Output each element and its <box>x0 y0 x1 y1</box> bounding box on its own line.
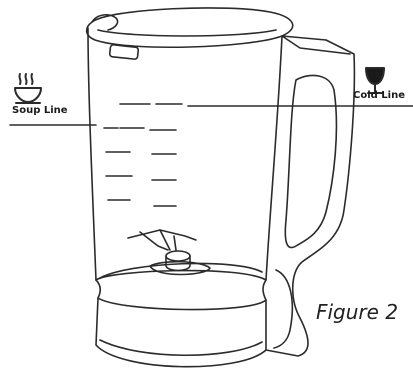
handle-inner <box>284 74 338 249</box>
figure-caption: Figure 2 <box>316 300 399 324</box>
jar-base-lower <box>95 297 267 368</box>
jar-base-upper <box>95 279 267 311</box>
soup-line-label: Soup Line <box>12 105 68 116</box>
graduation-marks <box>103 103 183 207</box>
jar-rim <box>85 7 294 49</box>
handle-inner-edge <box>273 269 294 349</box>
handle-top <box>281 35 351 55</box>
jar-spout <box>91 13 119 31</box>
handle-outer <box>265 35 356 357</box>
wine-glass-icon <box>365 67 385 94</box>
blade-assembly <box>127 229 211 276</box>
jar-base-bottom <box>99 339 263 357</box>
cold-line-label: Cold Line <box>353 90 405 101</box>
jar-left-wall <box>87 27 97 281</box>
jar-right-wall <box>265 35 283 281</box>
jar-floor-ellipse <box>99 262 263 279</box>
lid-tab <box>108 44 140 60</box>
jar-inner-rim <box>97 29 277 37</box>
soup-bowl-icon <box>14 73 42 104</box>
